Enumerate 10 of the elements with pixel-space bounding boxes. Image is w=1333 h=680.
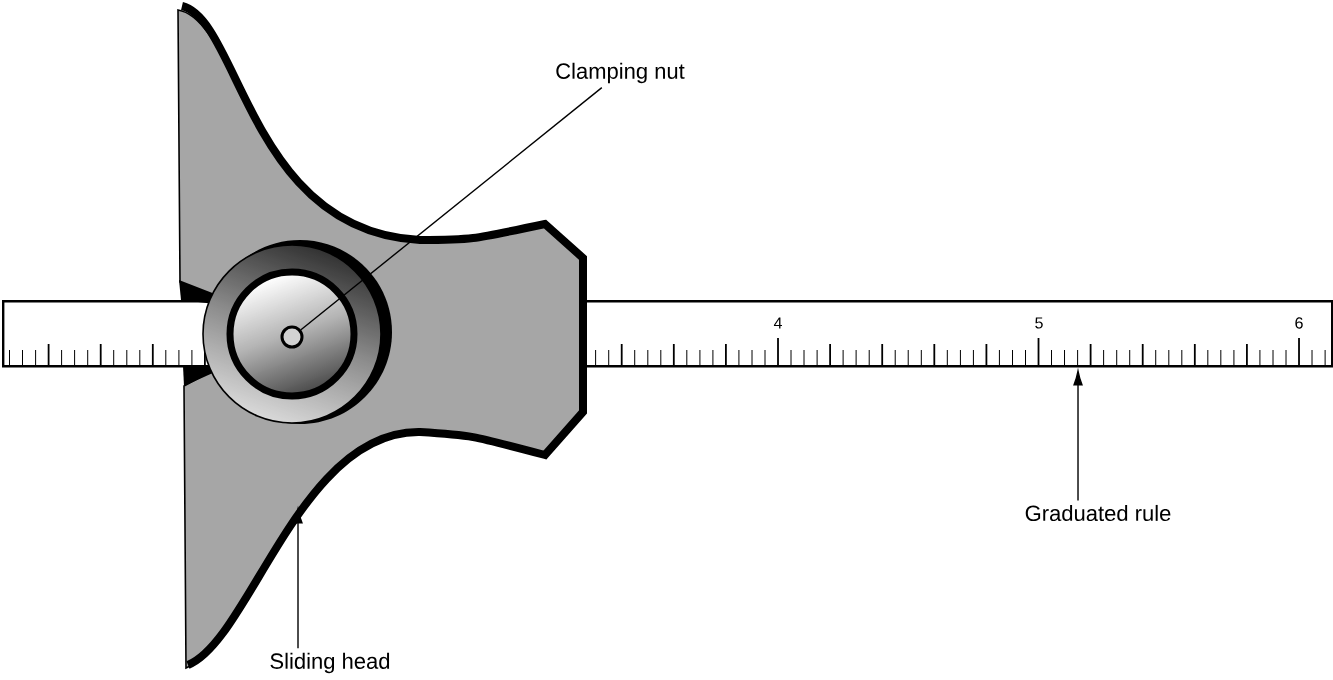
callout-label: Graduated rule xyxy=(1025,504,1171,522)
arrow xyxy=(293,508,303,650)
nut-center xyxy=(280,325,304,349)
scale-number: 6 xyxy=(1295,317,1303,329)
scale-number: 5 xyxy=(1035,317,1043,329)
scale-number: 4 xyxy=(773,317,782,329)
callout-label: Clamping nut xyxy=(556,62,685,84)
callout-label: Sliding head xyxy=(270,652,390,674)
leader-line xyxy=(300,86,603,331)
arrow xyxy=(1073,370,1083,502)
